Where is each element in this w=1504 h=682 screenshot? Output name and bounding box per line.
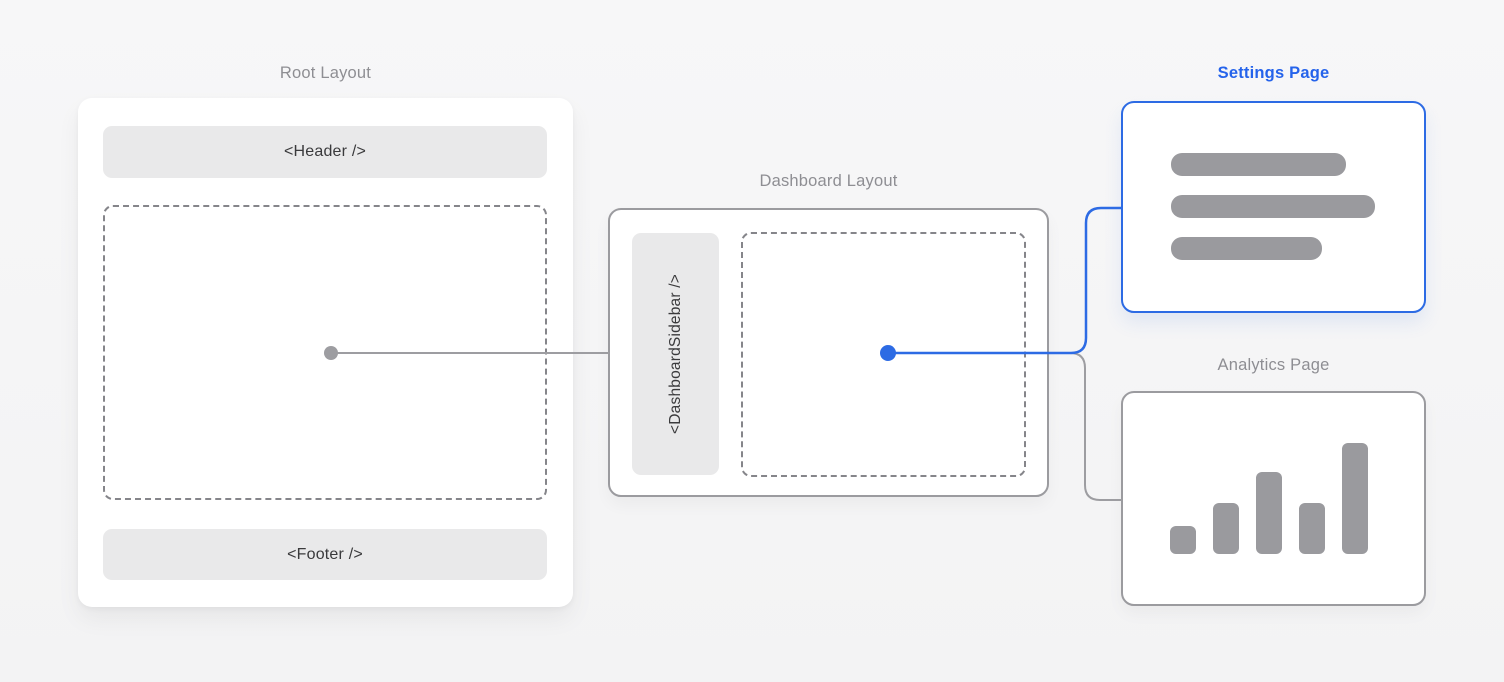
analytics-page-title: Analytics Page (1217, 356, 1330, 374)
settings-page-title: Settings Page (1217, 64, 1330, 82)
chart-bar (1213, 503, 1239, 554)
settings-page-card (1121, 101, 1426, 313)
skeleton-bar (1171, 153, 1346, 176)
dashboard-sidebar-label: <DashboardSidebar /> (666, 274, 684, 434)
skeleton-text-icon (1171, 153, 1375, 260)
skeleton-bar (1171, 195, 1375, 218)
analytics-page-card (1121, 391, 1426, 606)
chart-bar (1299, 503, 1325, 554)
root-layout-title: Root Layout (279, 64, 372, 82)
dashboard-layout-title: Dashboard Layout (759, 172, 898, 190)
dashboard-layout-card: <DashboardSidebar /> (608, 208, 1049, 497)
skeleton-bar (1171, 237, 1322, 260)
dashboard-page-slot (741, 232, 1026, 477)
header-component-bar: <Header /> (103, 126, 547, 178)
footer-component-bar: <Footer /> (103, 529, 547, 580)
chart-bar (1256, 472, 1282, 554)
dashboard-sidebar-bar: <DashboardSidebar /> (632, 233, 719, 475)
chart-bar (1342, 443, 1368, 554)
bar-chart-icon (1170, 443, 1368, 554)
footer-component-label: <Footer /> (287, 545, 363, 563)
root-children-slot (103, 205, 547, 500)
chart-bar (1170, 526, 1196, 554)
root-layout-card: <Header /> <Footer /> (78, 98, 573, 607)
header-component-label: <Header /> (283, 143, 367, 160)
